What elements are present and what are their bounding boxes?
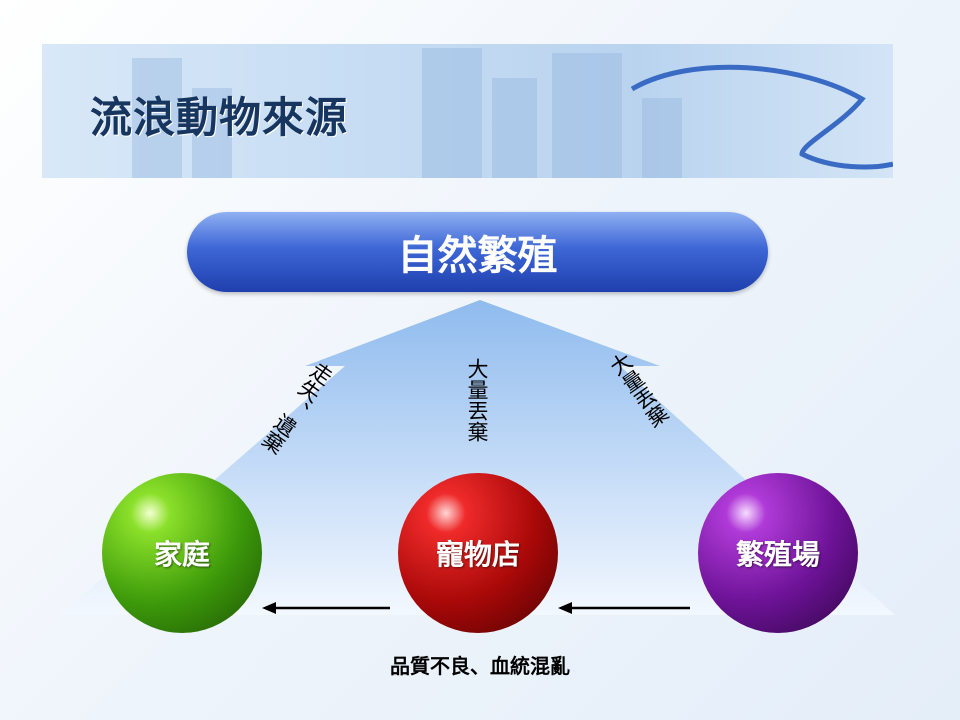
node-breeding-farm-label: 繁殖場 xyxy=(735,538,820,571)
label-center: 大量丟棄 xyxy=(465,358,489,442)
arrow-right xyxy=(558,602,690,614)
bottom-label: 品質不良、血統混亂 xyxy=(390,654,570,678)
node-pet-shop: 寵物店 xyxy=(398,473,558,633)
node-home: 家庭 xyxy=(102,473,262,633)
node-home-label: 家庭 xyxy=(153,538,210,571)
ribbon-decoration xyxy=(630,64,893,170)
slide-title: 流浪動物來源 xyxy=(90,93,349,142)
natural-breeding-node: 自然繁殖 xyxy=(187,212,768,292)
title-banner: 流浪動物來源 xyxy=(42,44,893,178)
node-breeding-farm: 繁殖場 xyxy=(698,473,858,633)
arrow-left xyxy=(262,602,390,614)
top-node-label: 自然繁殖 xyxy=(397,232,558,279)
node-pet-shop-label: 寵物店 xyxy=(435,538,520,571)
